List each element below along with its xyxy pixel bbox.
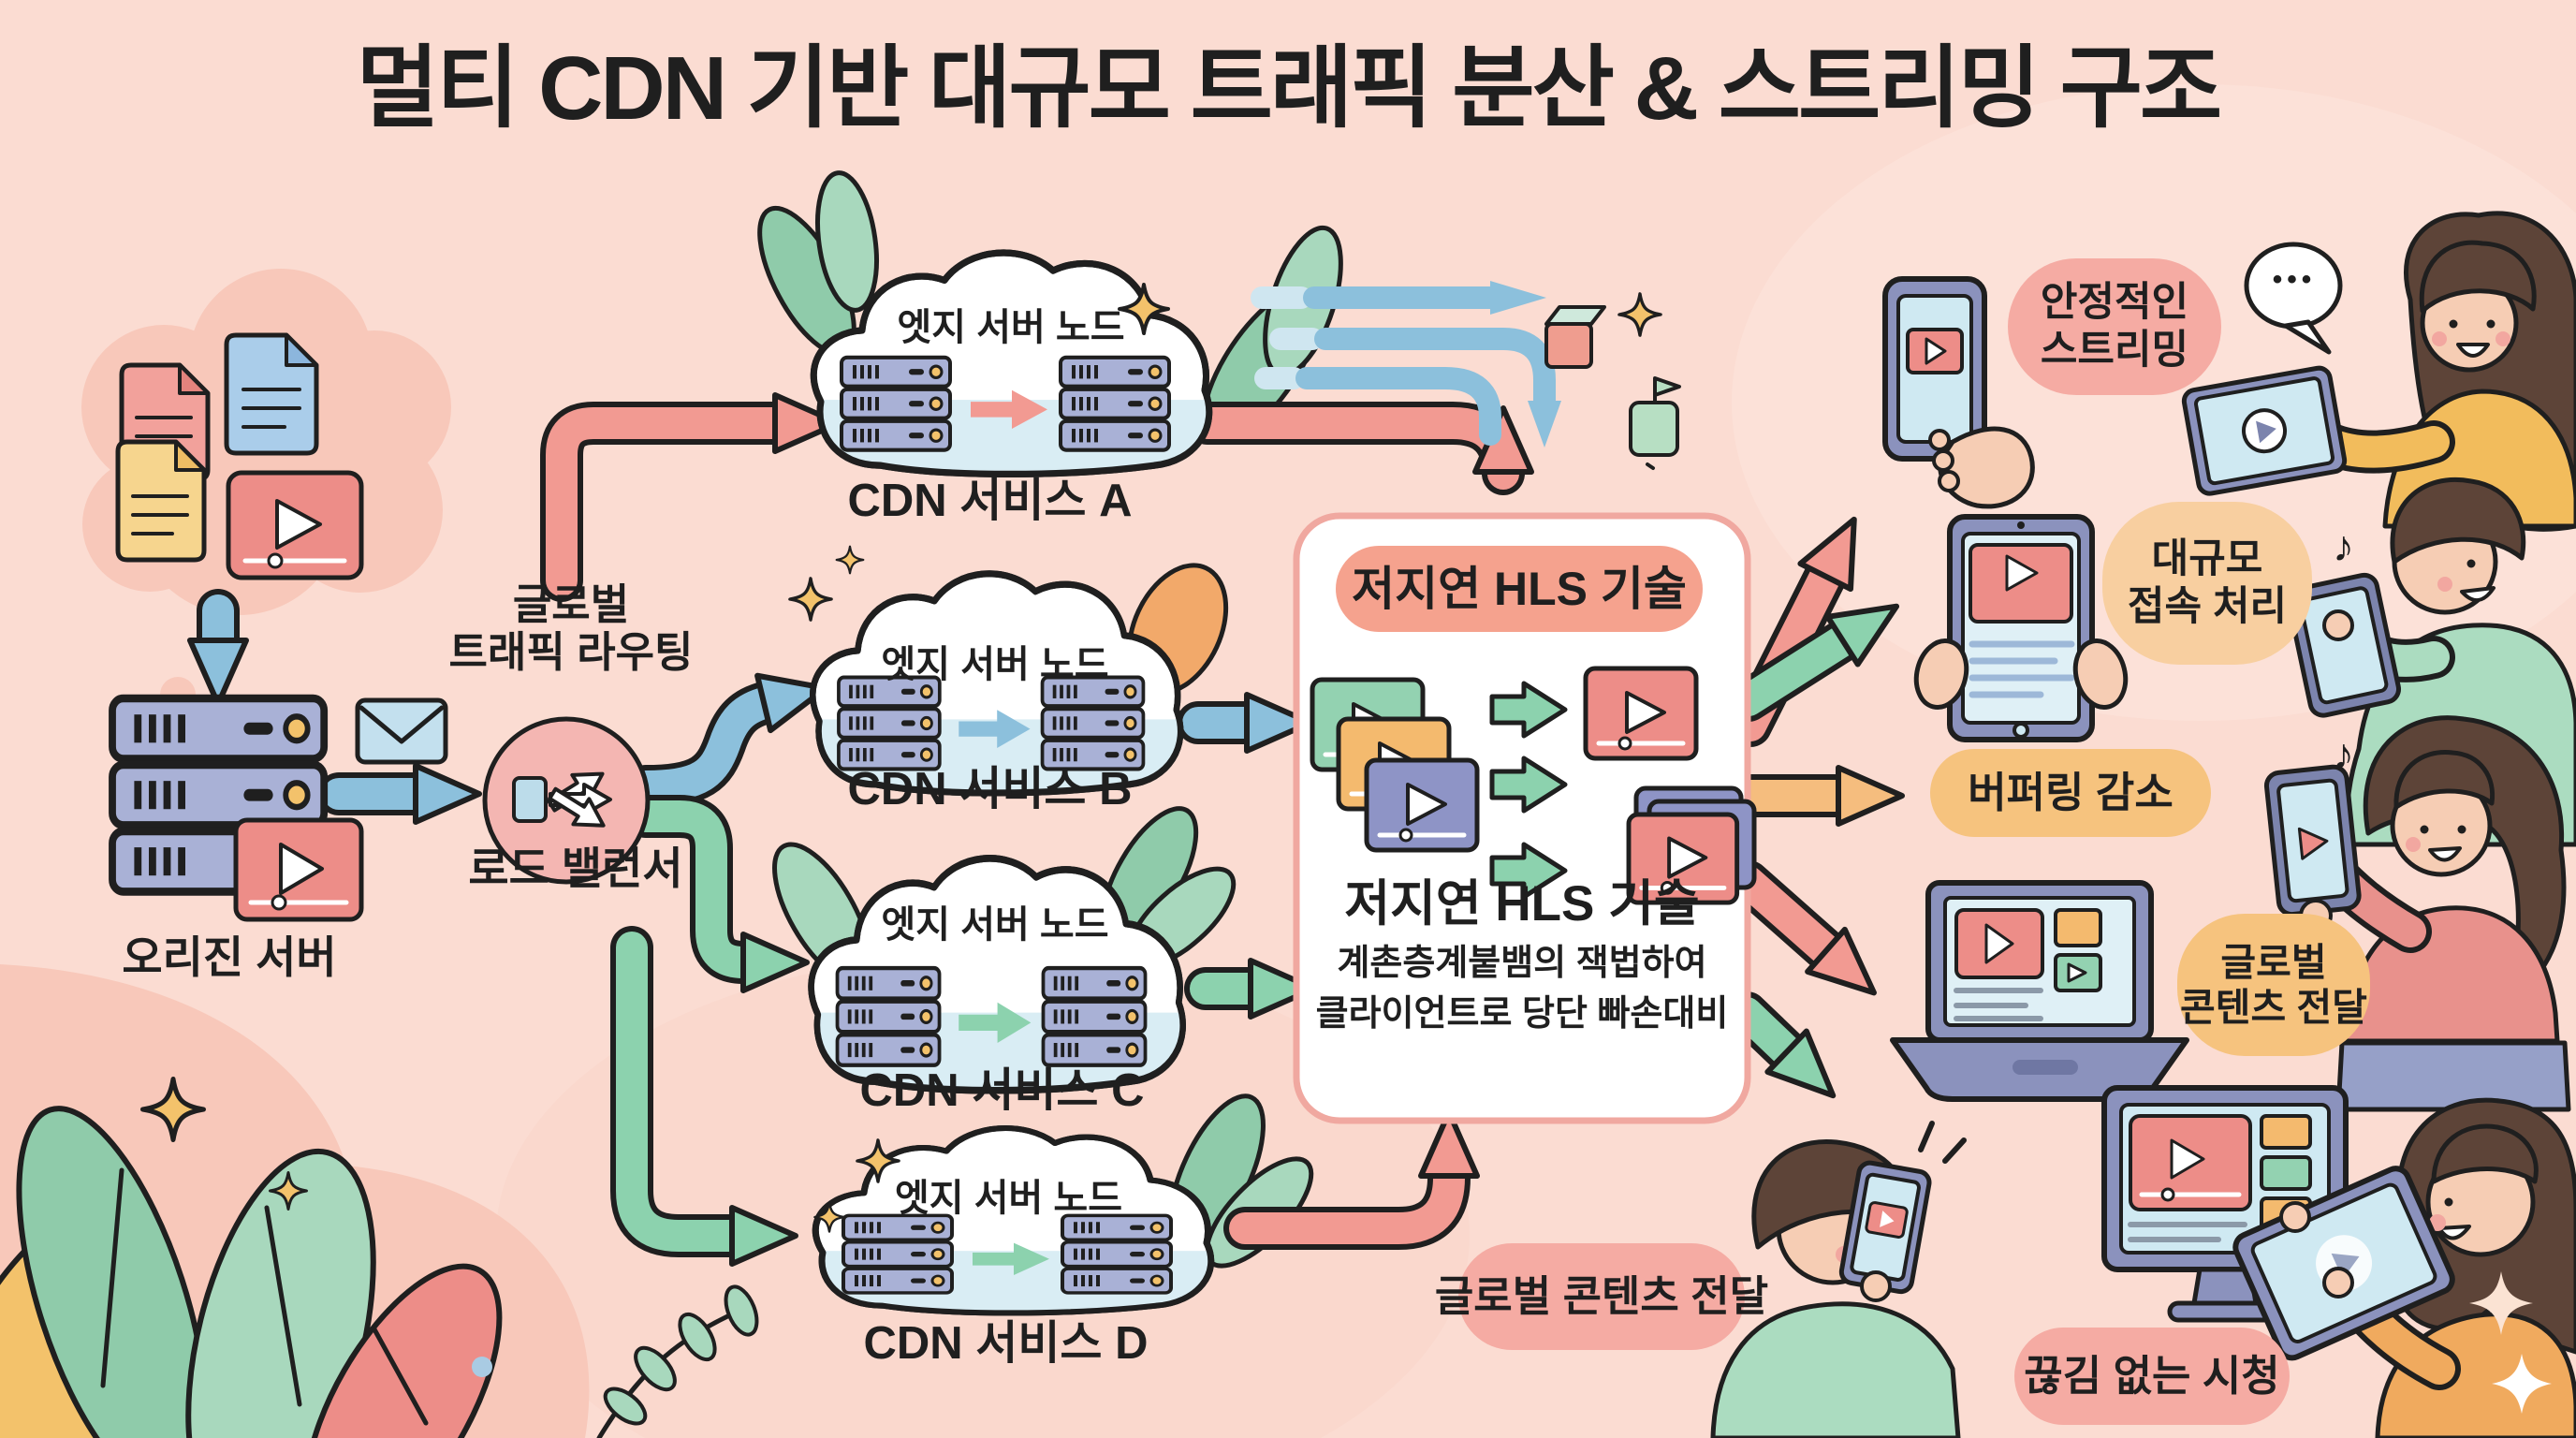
- sparkle-icon: [2469, 1271, 2533, 1335]
- person-woman-bottom-right: [2232, 1097, 2576, 1438]
- tablet-in-hands: [1913, 514, 2129, 742]
- origin-server: [112, 698, 364, 922]
- benefit-global-side-line2: 콘텐츠 전달: [2180, 986, 2367, 1029]
- arrow-lb-to-cdn-c: [630, 800, 810, 993]
- phone-in-hand: [1882, 276, 2035, 509]
- segment-player-purple: [1367, 760, 1477, 850]
- plant-decoration: [0, 1106, 759, 1438]
- arrow-hls-to-laptop: [1733, 866, 1877, 996]
- notification-tick-icon: [1942, 1137, 1967, 1164]
- cdn-d-edge-label: 엣지 서버 노드: [894, 1178, 1123, 1219]
- output-player-red: [1586, 668, 1696, 758]
- speed-lines: [1251, 281, 1681, 470]
- cdn-c-edge-label: 엣지 서버 노드: [881, 904, 1109, 946]
- speech-bubble: [2244, 242, 2343, 355]
- benefit-stable-streaming: 안정적인 스트리밍: [2008, 258, 2221, 395]
- arrow-lb-to-cdn-d: [616, 932, 798, 1267]
- global-traffic-routing-label: 글로벌 트래픽 라우팅: [384, 580, 758, 677]
- cdn-a-edge-label: 엣지 서버 노드: [897, 307, 1125, 348]
- benefit-global-delivery-bottom: 글로벌 콘텐츠 전달: [1435, 1243, 1768, 1350]
- flow-arrows: [187, 392, 1905, 1267]
- cdn-b-edge-label: 엣지 서버 노드: [881, 644, 1109, 685]
- cube-icon: [1544, 305, 1606, 369]
- hls-box: [1293, 512, 1757, 1124]
- music-note-icon: ♪: [2333, 729, 2354, 778]
- sparkle-icon: [2492, 1354, 2552, 1414]
- hls-description-line2: 클라이언트로 당단 빠손대비: [1315, 994, 1729, 1034]
- video-file-icon: [226, 470, 364, 580]
- arrow-lb-to-cdn-b: [630, 672, 829, 802]
- arrow-lb-to-cdn-a: [546, 392, 842, 596]
- benefit-global-side-line1: 글로벌: [2220, 940, 2327, 984]
- benefit-global-delivery-side: 글로벌 콘텐츠 전달: [2177, 914, 2370, 1056]
- phone-icon-man-bottom: [1838, 1160, 1932, 1295]
- routing-label-line1: 글로벌: [512, 580, 630, 628]
- hls-badge: 저지연 HLS 기술: [1336, 546, 1703, 632]
- music-note-icon: ♪: [2333, 521, 2354, 570]
- cdn-d-name: CDN 서비스 D: [863, 1318, 1149, 1369]
- cdn-c-name: CDN 서비스 C: [859, 1065, 1145, 1116]
- page-title: 멀티 CDN 기반 대규모 트래픽 분산 & 스트리밍 구조: [356, 38, 2222, 139]
- benefit-stable-line2: 스트리밍: [2040, 328, 2189, 373]
- routing-label-line2: 트래픽 라우팅: [448, 628, 694, 677]
- benefit-stable-line1: 안정적인: [2040, 280, 2189, 326]
- package-icon: [1629, 376, 1681, 470]
- envelope-icon: [355, 697, 448, 765]
- arrow-hls-to-viewer: [1731, 997, 1837, 1099]
- person-woman-pink: [2263, 715, 2571, 1112]
- speech-bubble-dots: •••: [2272, 264, 2317, 295]
- hls-title: 저지연 HLS 기술: [1344, 876, 1700, 932]
- cdn-a-name: CDN 서비스 A: [847, 476, 1133, 526]
- document-icon-yellow: [115, 439, 207, 563]
- benefit-seamless-viewing: 끊김 없는 시청: [2014, 1328, 2290, 1425]
- arrow-hls-to-tablet: [1733, 603, 1900, 716]
- load-balancer-label: 로드 밸런서: [468, 844, 683, 893]
- origin-server-label: 오리진 서버: [122, 932, 337, 982]
- document-icon-blue: [224, 332, 319, 456]
- hls-description-line1: 계촌층계붙뱀의 잭법하여: [1337, 944, 1707, 983]
- benefit-massive-line1: 대규모: [2151, 536, 2263, 582]
- person-man-bottom: [1710, 1121, 1967, 1438]
- arrow-cdn-a-to-hls: [1192, 405, 1534, 490]
- laptop-icon: [1890, 880, 2189, 1102]
- benefit-massive-access: 대규모 접속 처리: [2102, 502, 2312, 665]
- cdn-b-name: CDN 서비스 B: [847, 764, 1133, 814]
- phone-icon-man-green: [2286, 572, 2402, 718]
- source-files: [115, 332, 364, 580]
- phone-icon-woman-pink: [2263, 764, 2362, 917]
- benefit-massive-line2: 접속 처리: [2127, 584, 2288, 629]
- arrow-cdn-d-to-hls: [1229, 1109, 1480, 1244]
- notification-tick-icon: [1918, 1121, 1935, 1152]
- benefit-buffering: 버퍼링 감소: [1930, 749, 2211, 837]
- tablet-icon-top: [2181, 365, 2348, 496]
- load-balancer-icon: [482, 716, 651, 885]
